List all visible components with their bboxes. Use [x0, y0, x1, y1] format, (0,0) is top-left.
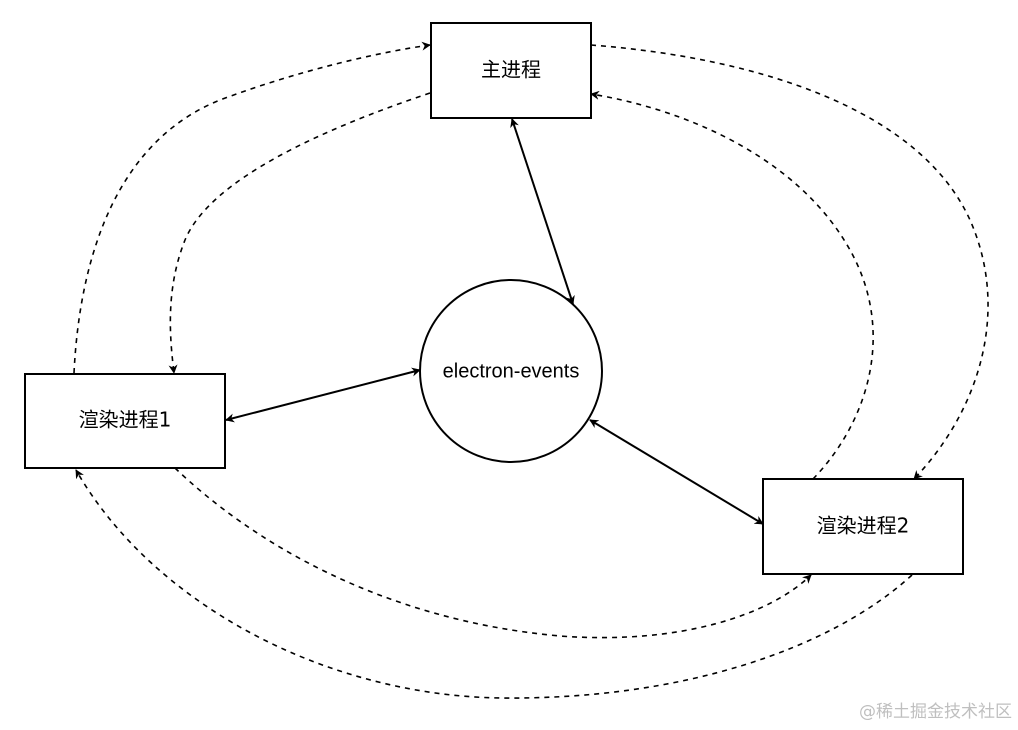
node-renderer-2-label: 渲染进程2 — [817, 514, 910, 538]
node-renderer-2: 渲染进程2 — [762, 478, 964, 575]
node-main-process: 主进程 — [430, 22, 592, 119]
node-main-process-label: 主进程 — [481, 58, 541, 82]
watermark-text: @稀土掘金技术社区 — [859, 702, 1012, 722]
node-electron-events-label: electron-events — [443, 360, 580, 382]
edge-main-to-hub — [510, 118, 575, 305]
edge-renderer1-to-main — [73, 41, 431, 374]
node-renderer-1-label: 渲染进程1 — [79, 408, 172, 432]
node-electron-events: electron-events — [419, 279, 603, 463]
edge-main-to-renderer1 — [168, 92, 431, 374]
edge-renderer2-to-hub — [589, 419, 764, 525]
edge-renderer1-to-renderer2 — [174, 467, 812, 639]
edge-renderer1-to-hub — [225, 367, 421, 423]
edge-renderer2-to-main — [590, 90, 874, 480]
edge-main-to-renderer2 — [590, 44, 989, 480]
node-renderer-1: 渲染进程1 — [24, 373, 226, 469]
